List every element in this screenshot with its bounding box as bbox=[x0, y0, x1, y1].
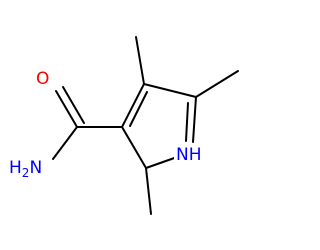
amine-n-symbol: N bbox=[29, 158, 43, 178]
bond-c3-c4 bbox=[121, 83, 145, 128]
bond-c5-n1-inner bbox=[185, 102, 189, 142]
bond-structure bbox=[52, 36, 239, 215]
amine-h-symbol: H bbox=[9, 158, 22, 178]
methyl-bond-c5 bbox=[195, 70, 239, 98]
bond-carbonyl-o bbox=[55, 90, 78, 128]
amine-subscript-2: 2 bbox=[21, 166, 30, 180]
amine-nh2-label: H2N bbox=[7, 158, 45, 180]
oxygen-symbol: O bbox=[36, 69, 50, 89]
bond-c5-n1 bbox=[192, 96, 197, 143]
bond-carbonyl-n bbox=[52, 126, 78, 160]
methyl-bond-c2 bbox=[145, 167, 152, 215]
molecule-canvas: O H2N NH bbox=[7, 36, 239, 215]
ring-nh-symbol: NH bbox=[176, 145, 202, 165]
oxygen-atom-label: O bbox=[34, 69, 52, 89]
bond-c2-c3 bbox=[121, 126, 147, 169]
bond-c4-c5 bbox=[143, 83, 197, 98]
bond-c3-c4-inner bbox=[129, 91, 148, 127]
ring-nh-label: NH bbox=[174, 146, 204, 165]
methyl-bond-c4 bbox=[135, 36, 145, 85]
bond-carbonyl-o-second bbox=[62, 86, 85, 124]
